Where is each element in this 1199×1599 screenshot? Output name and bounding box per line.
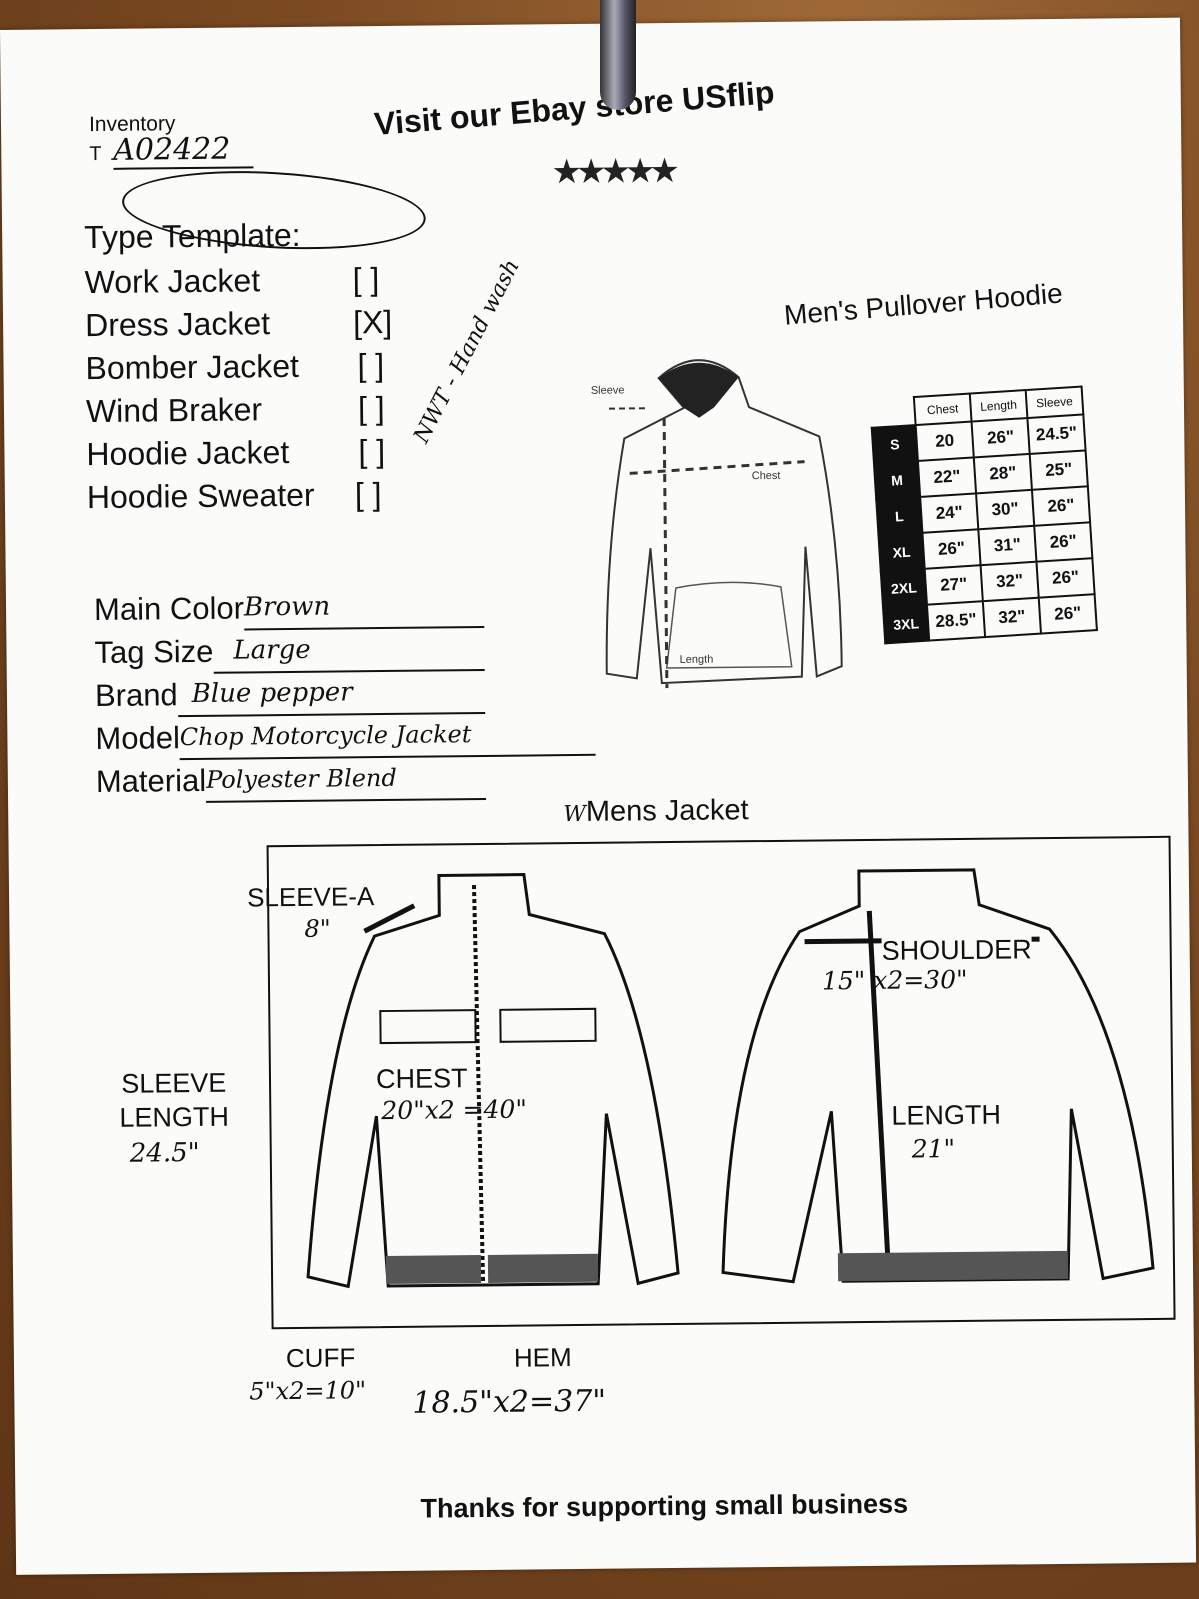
footer-text: Thanks for supporting small business [420,1488,909,1524]
hem-label: HEM [513,1342,572,1373]
sleeve-a-value: 8" [304,914,331,943]
jacket-title-prefix: W [563,801,587,828]
rating-stars: ★★★★★ [551,151,675,192]
sleeve-length-label: SLEEVE LENGTH [119,1067,230,1133]
column-header: Sleeve [1025,386,1084,419]
hoodie-drawing: Sleeve Chest Length [591,359,843,689]
type-item: Bomber Jacket[ ] [85,344,405,390]
checkbox[interactable]: [ ] [354,476,382,513]
type-item: Hoodie Sweater[ ] [87,473,407,519]
type-item: Work Jacket[ ] [84,258,404,304]
hoodie-title: Men's Pullover Hoodie [782,277,1064,331]
inventory-sheet: Inventory T A02422 Visit our Ebay store … [0,17,1197,1575]
handwritten-note: NWT - Hand wash [409,255,525,448]
detail-value: Brown [243,584,485,631]
type-item: Wind Braker[ ] [86,387,406,433]
inventory-prefix: T [89,142,102,166]
checkbox[interactable]: [ ] [352,261,380,298]
type-template-title: Type Template: [83,216,301,256]
sleeve-length-value: 24.5" [129,1137,200,1169]
type-item: Dress Jacket[X] [85,301,405,347]
checkbox[interactable]: [ ] [358,432,386,470]
sleeve-a-label: SLEEVE-A [246,881,375,913]
hoodie-chest-label: Chest [752,470,781,482]
chest-value: 20"x2 =40" [381,1094,528,1126]
cuff-label: CUFF [285,1342,356,1374]
jacket-back-drawing [721,868,1155,1284]
hoodie-length-label: Length [680,654,714,666]
detail-value: Chop Motorcycle Jacket [179,712,596,761]
jacket-front-drawing [306,873,680,1289]
hoodie-sleeve-label: Sleeve [591,384,625,396]
type-item: Hoodie Jacket[ ] [86,430,406,476]
length-label: LENGTH [891,1099,1002,1132]
detail-value: Polyester Blend [205,756,487,803]
store-text: Visit our Ebay store USflip [372,73,776,142]
type-template-list: Work Jacket[ ] Dress Jacket[X] Bomber Ja… [84,258,407,519]
jacket-title: WMens Jacket [563,794,749,828]
cuff-value: 5"x2=10" [249,1376,367,1406]
length-value: 21" [911,1134,956,1164]
checkbox[interactable]: [ ] [357,389,385,427]
column-header: Chest [913,393,972,426]
column-header: Length [969,390,1028,422]
detail-value: Blue pepper [177,670,486,718]
shoulder-value: 15" x2=30" [821,964,968,996]
detail-value: Large [213,627,485,674]
chest-label: CHEST [375,1063,468,1096]
pen [600,0,636,110]
hem-value: 18.5"x2=37" [412,1383,607,1421]
checkbox[interactable]: [ ] [357,346,385,384]
shoulder-label: SHOULDER [881,934,1032,967]
inventory-code: A02422 [113,131,254,170]
checkbox[interactable]: [X] [352,303,393,341]
